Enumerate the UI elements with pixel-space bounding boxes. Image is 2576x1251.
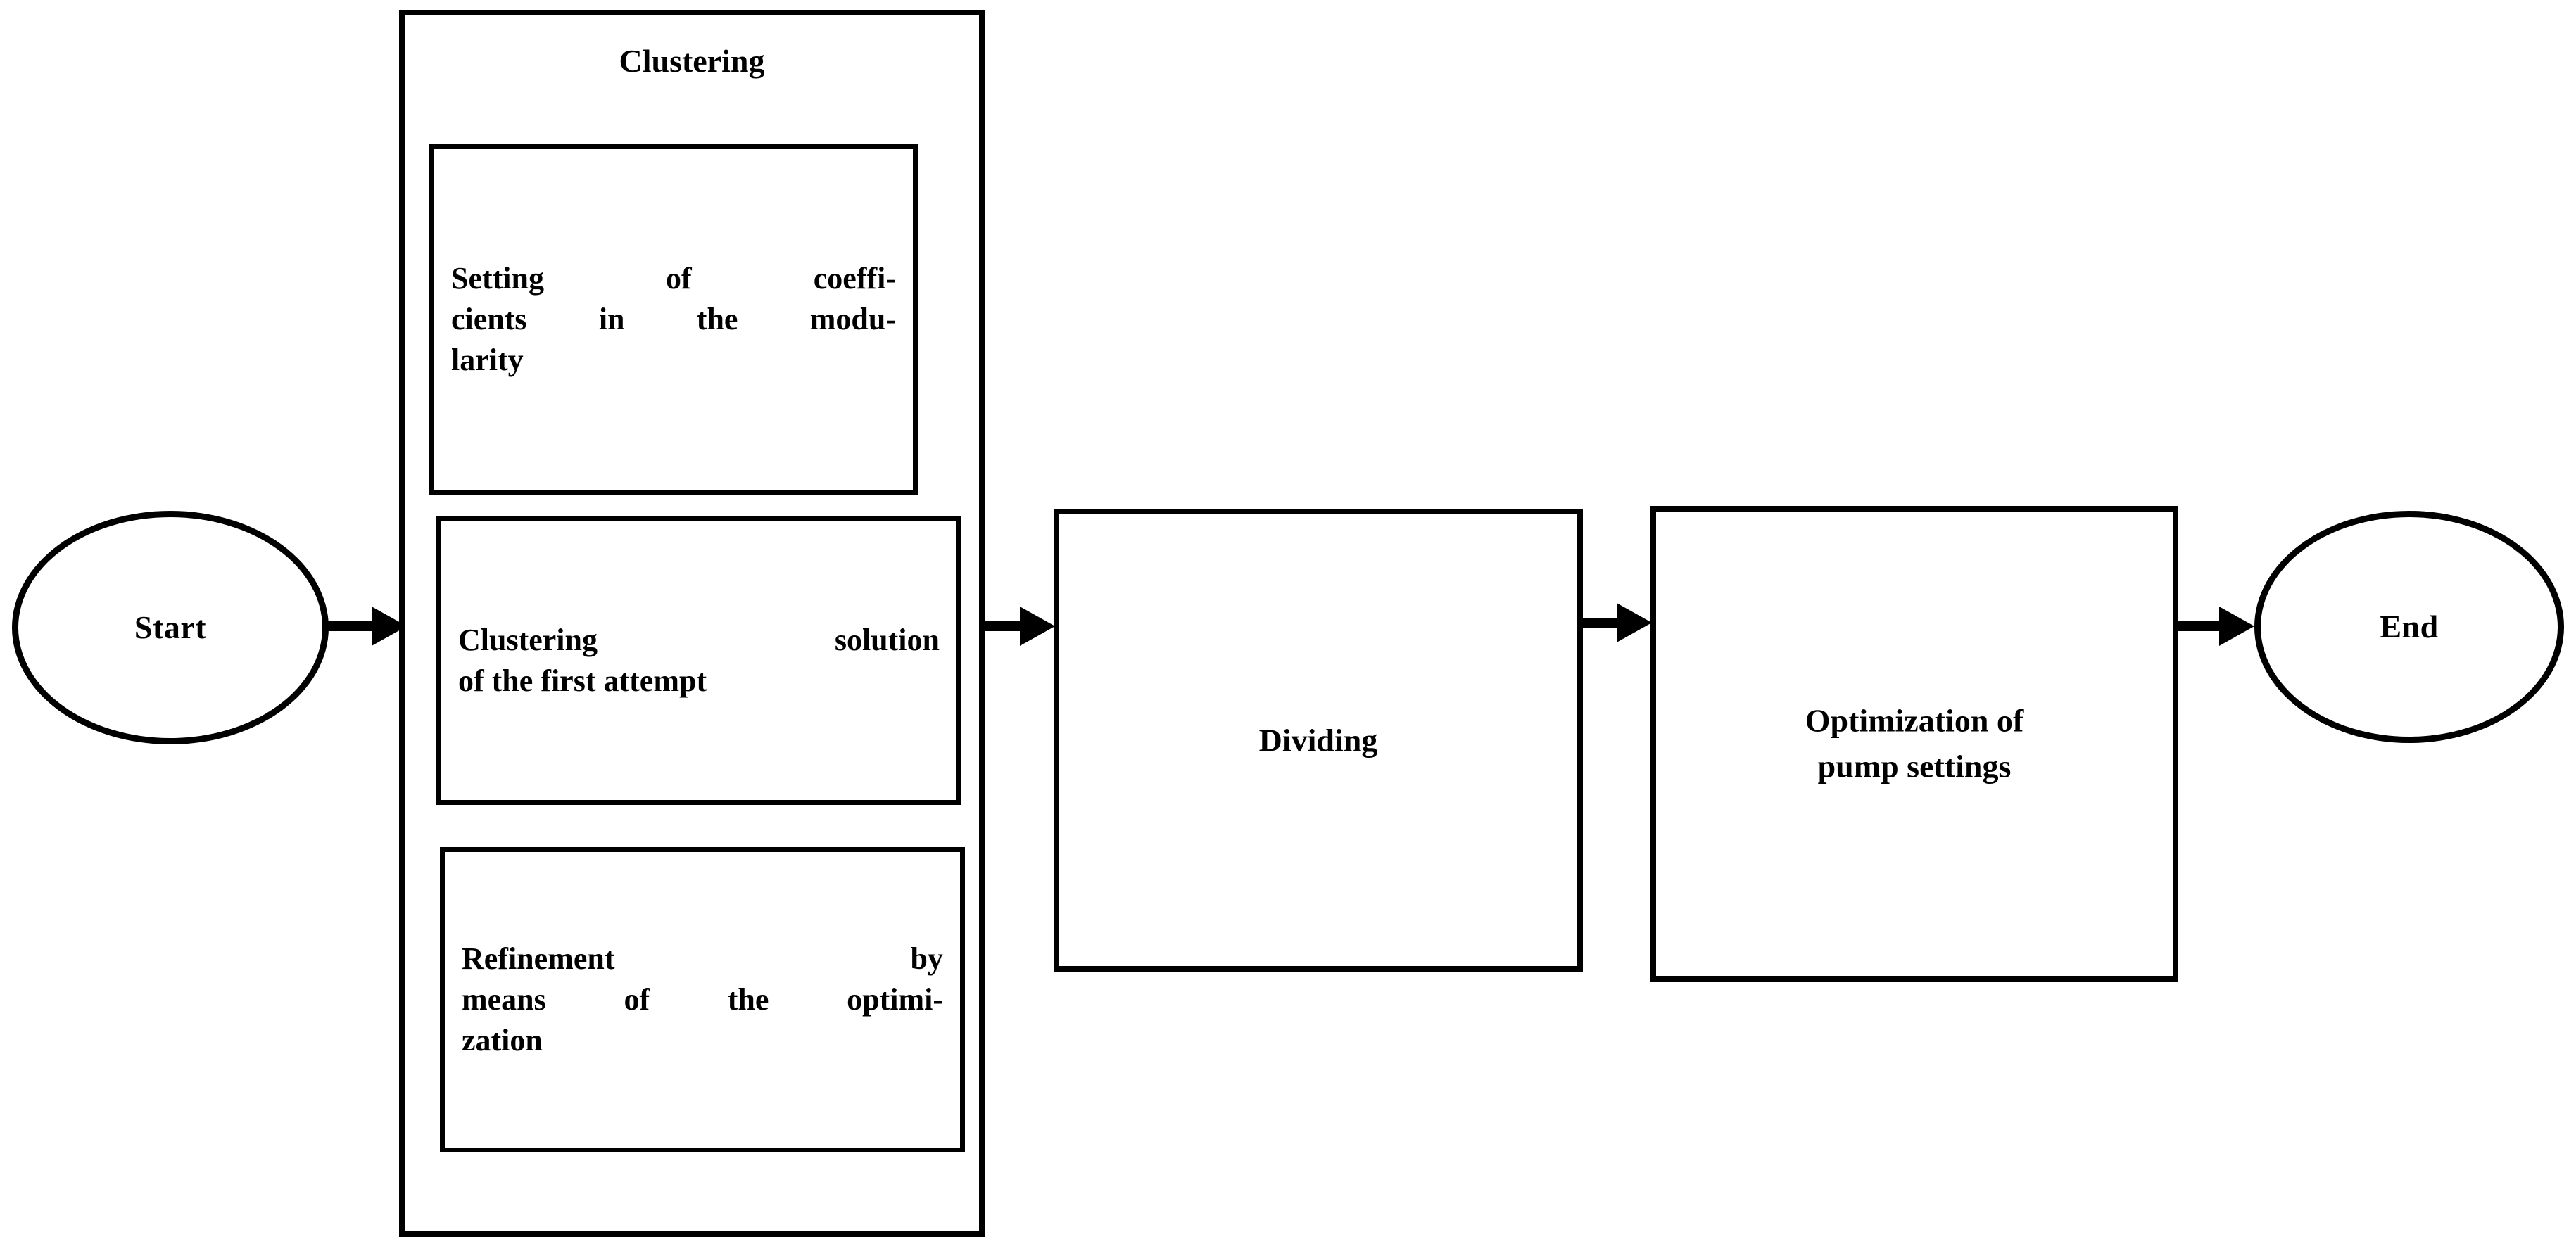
node-optimization[interactable]: Optimization of pump settings [1650, 506, 2178, 982]
edge-arrowhead [2219, 607, 2254, 646]
node-optimization-line2: pump settings [1817, 749, 2012, 785]
clustering-group-title: Clustering [619, 43, 765, 79]
edge-shaft [1583, 618, 1621, 628]
node-start[interactable]: Start [12, 511, 329, 744]
node-dividing[interactable]: Dividing [1054, 509, 1583, 972]
edge-arrowhead [1020, 607, 1055, 646]
edge-arrowhead [1617, 603, 1652, 642]
edge-shaft [985, 621, 1024, 631]
node-end[interactable]: End [2254, 511, 2564, 743]
node-end-label: End [2380, 609, 2439, 644]
node-optimization-line1: Optimization of [1805, 702, 2024, 739]
node-optimization-text: Optimization of pump settings [1656, 698, 2173, 790]
node-start-label: Start [134, 609, 207, 645]
node-dividing-label: Dividing [1258, 722, 1378, 758]
edge-shaft [328, 621, 377, 631]
edge-shaft [2178, 621, 2225, 631]
